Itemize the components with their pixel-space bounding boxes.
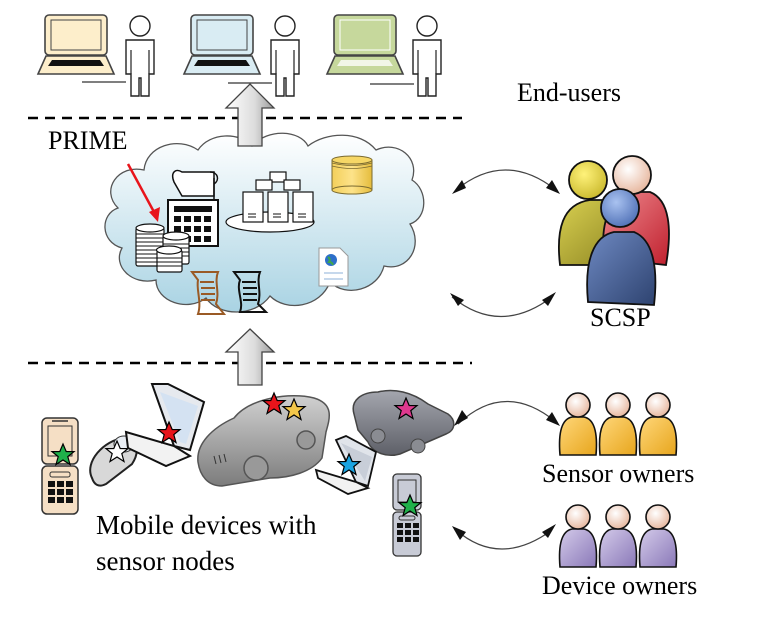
- end-user-3: [325, 14, 442, 97]
- car-2-icon: [352, 389, 455, 456]
- mobile-devices-label-line2: sensor nodes: [96, 546, 235, 576]
- phone-left-icon: [41, 417, 79, 515]
- laptop-sensor-2-icon: [314, 435, 378, 495]
- scsp-person-blue: [586, 188, 657, 306]
- upload-arrow-bottom: [224, 328, 276, 386]
- user-icon: [412, 15, 442, 97]
- sensor-owners-icon: [558, 392, 678, 456]
- mobile-devices-label-line1: Mobile devices with: [96, 510, 317, 540]
- upload-arrow-top: [224, 83, 276, 147]
- user-icon: [125, 15, 155, 97]
- laptop-icon: [325, 14, 405, 75]
- car-1-icon: [197, 392, 330, 487]
- scsp-label: SCSP: [590, 303, 651, 332]
- server-cluster-icon: [225, 171, 315, 233]
- device-owners-icon: [558, 504, 678, 568]
- bidirectional-arrow-sensor-owners: [454, 400, 560, 426]
- prime-label: PRIME: [48, 126, 128, 155]
- database-icon: [331, 155, 373, 195]
- bidirectional-arrow-cloud-scsp-bottom: [450, 292, 556, 317]
- scroll-icon-brown: [190, 271, 227, 315]
- bidirectional-arrow-device-owners: [452, 524, 556, 550]
- prime-pointer-arrow: [126, 163, 160, 222]
- bidirectional-arrow-cloud-scsp-top: [452, 169, 560, 194]
- sensor-owners-label: Sensor owners: [542, 459, 695, 488]
- coin-stacks-icon: [135, 223, 190, 273]
- user-icon: [270, 15, 300, 97]
- end-users-label: End-users: [517, 78, 621, 107]
- laptop-icon: [182, 14, 262, 75]
- laptop-sensor-1-icon: [124, 383, 206, 468]
- scroll-icon-black: [232, 271, 269, 313]
- end-user-2: [182, 14, 300, 97]
- scsp-group-icon: [557, 155, 670, 306]
- web-document-icon: [318, 247, 349, 287]
- device-owners-label: Device owners: [542, 571, 698, 600]
- laptop-icon: [36, 14, 116, 75]
- phone-right-icon: [392, 473, 422, 557]
- end-user-1: [36, 14, 155, 97]
